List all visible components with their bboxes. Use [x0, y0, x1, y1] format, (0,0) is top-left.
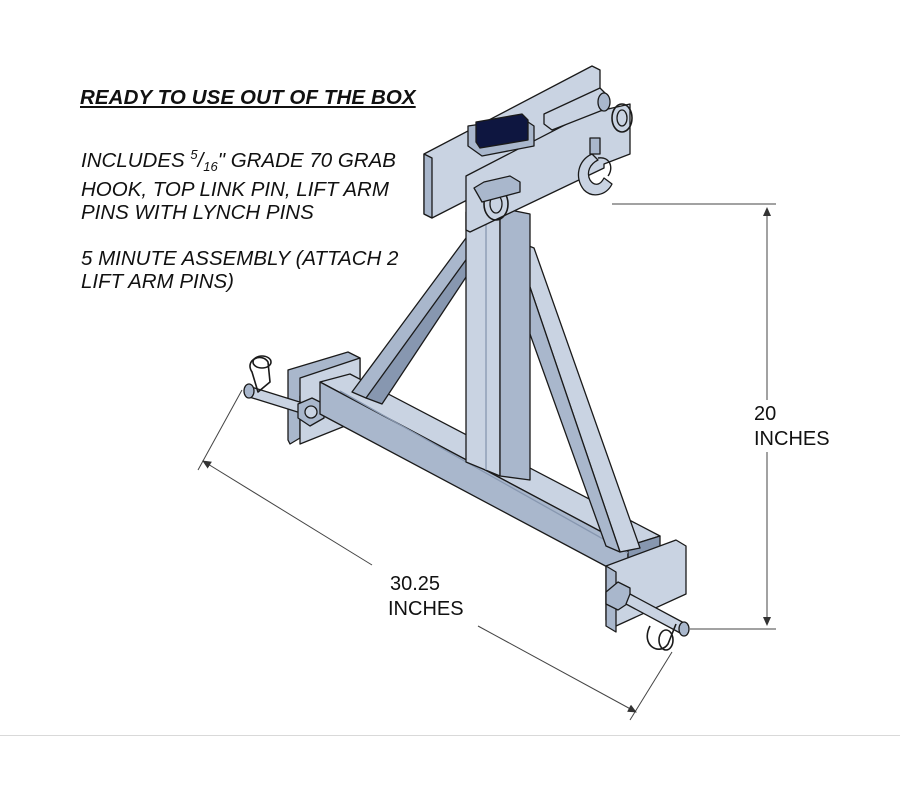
right-lift-arm-pin	[605, 581, 690, 651]
vertical-mast	[465, 207, 531, 481]
left-lift-arm-pin	[243, 355, 325, 427]
feature-heading: READY TO USE OUT OF THE BOX	[80, 86, 416, 109]
bottom-divider	[0, 735, 900, 736]
receiver-opening	[475, 113, 529, 149]
three-point-hitch	[243, 65, 690, 651]
width-value: 30.25	[390, 573, 441, 595]
grab-hook	[577, 137, 613, 196]
height-dimension-lines	[612, 203, 776, 630]
feature-notes: INCLUDES 5/16" GRADE 70 GRAB HOOK, TOP L…	[81, 143, 426, 293]
assembly-note: 5 MINUTE ASSEMBLY (ATTACH 2 LIFT ARM PIN…	[81, 247, 399, 293]
includes-note: INCLUDES 5/16" GRADE 70 GRAB HOOK, TOP L…	[81, 147, 396, 224]
height-dimension-label: 20 INCHES	[754, 402, 830, 452]
height-value: 20	[754, 403, 777, 425]
hook-size-fraction: 5/16	[190, 147, 218, 174]
top-link-pin	[473, 87, 633, 221]
height-unit: INCHES	[754, 428, 830, 450]
width-dimension-label: 30.25 INCHES	[388, 572, 464, 622]
width-dimension-lines	[197, 389, 673, 721]
width-unit: INCHES	[388, 598, 464, 620]
